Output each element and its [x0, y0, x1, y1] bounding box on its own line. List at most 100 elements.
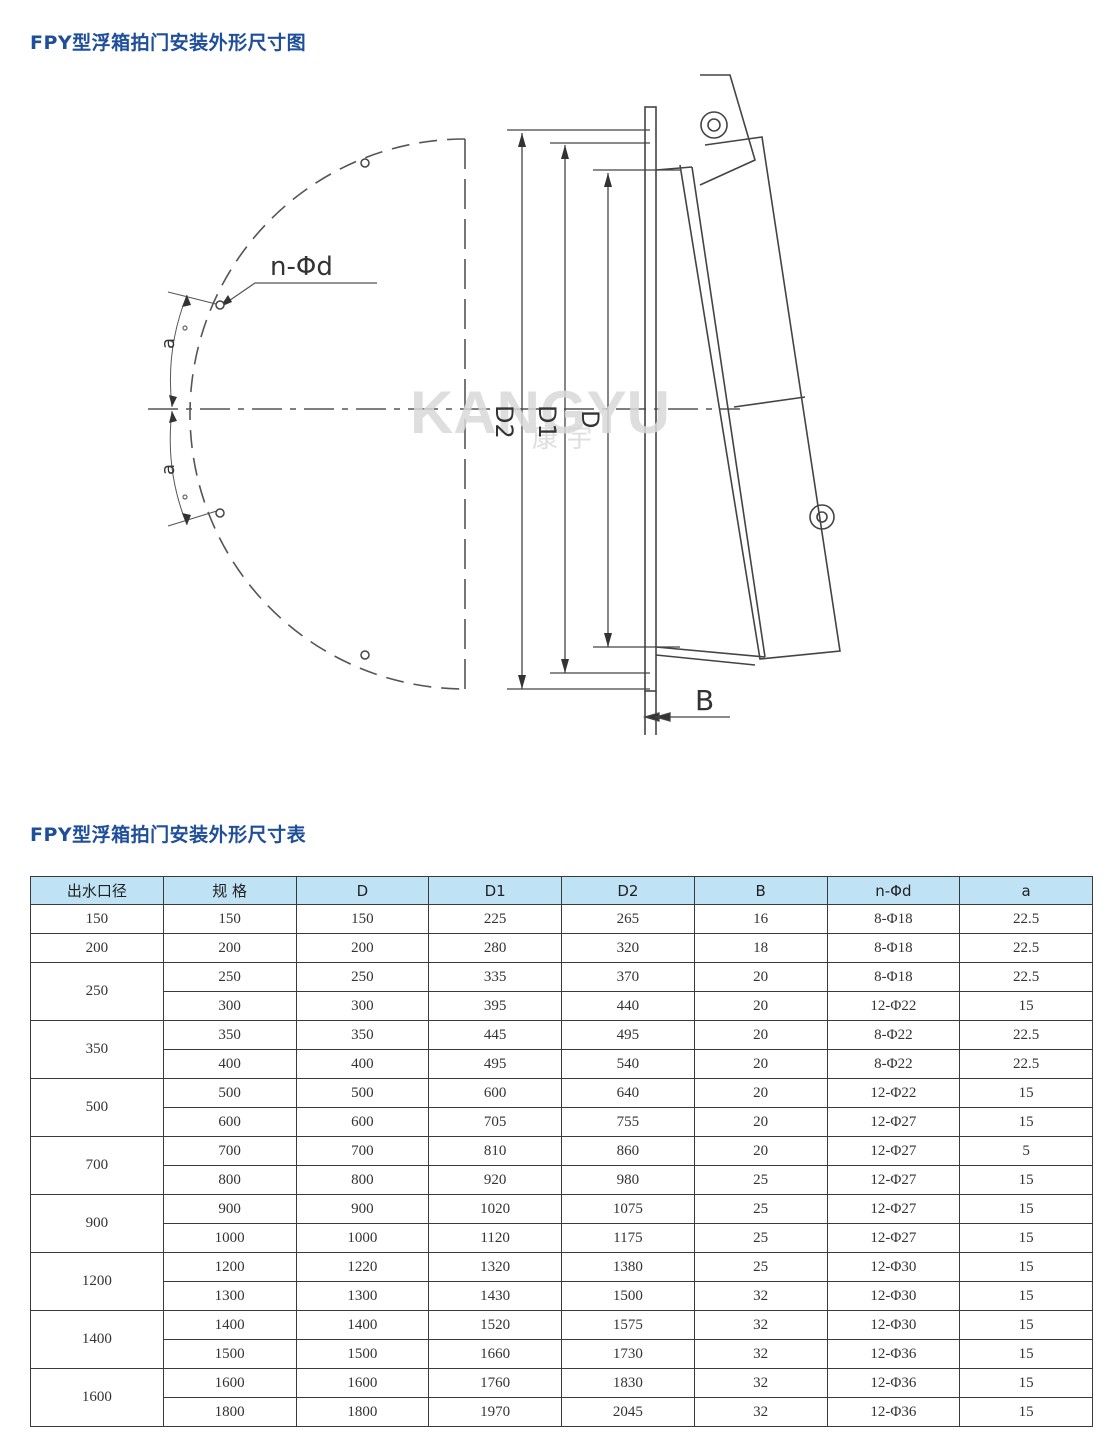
- cell-spec: 1400: [162, 1310, 297, 1340]
- cell-d2: 440: [561, 991, 695, 1021]
- cell-d2: 1830: [561, 1368, 695, 1398]
- cell-d1: 1760: [428, 1368, 562, 1398]
- cell-outlet: 150: [30, 904, 164, 934]
- cell-d1: 1430: [428, 1281, 562, 1311]
- cell-n-phi-d: 12-Φ22: [826, 991, 961, 1021]
- dimension-d1-label: D1: [533, 405, 561, 439]
- watermark-logo: KANGYU: [410, 379, 670, 446]
- header-d1: D1: [428, 876, 562, 905]
- wall-flange: [644, 106, 657, 692]
- cell-a: 15: [959, 1223, 1093, 1253]
- cell-b: 32: [693, 1281, 828, 1311]
- cell-d2: 370: [561, 962, 695, 992]
- cell-d1: 335: [428, 962, 562, 992]
- cell-d2: 860: [561, 1136, 695, 1166]
- cell-a: 22.5: [959, 904, 1093, 934]
- cell-a: 15: [959, 1165, 1093, 1195]
- header-d: D: [295, 876, 430, 905]
- cell-d: 900: [295, 1194, 430, 1224]
- cell-outlet: 1600: [30, 1368, 164, 1427]
- cell-a: 15: [959, 1078, 1093, 1108]
- cell-d2: 1575: [561, 1310, 695, 1340]
- cell-a: 15: [959, 1397, 1093, 1427]
- cell-b: 20: [693, 962, 828, 992]
- cell-b: 20: [693, 991, 828, 1021]
- cell-a: 15: [959, 1252, 1093, 1282]
- cell-d1: 810: [428, 1136, 562, 1166]
- flange-bolt-circle: [189, 138, 466, 690]
- angle-label-bottom: a: [158, 464, 179, 475]
- cell-spec: 1800: [162, 1397, 297, 1427]
- header-b: B: [693, 876, 828, 905]
- cell-d: 800: [295, 1165, 430, 1195]
- cell-d1: 1970: [428, 1397, 562, 1427]
- table-title: FPY型浮箱拍门安装外形尺寸表: [30, 824, 307, 846]
- cell-a: 15: [959, 1107, 1093, 1137]
- cell-d: 350: [295, 1020, 430, 1050]
- cell-b: 25: [693, 1194, 828, 1224]
- cell-spec: 1200: [162, 1252, 297, 1282]
- cell-d: 1400: [295, 1310, 430, 1340]
- cell-d: 500: [295, 1078, 430, 1108]
- cell-a: 5: [959, 1136, 1093, 1166]
- cell-outlet: 250: [30, 962, 164, 1021]
- cell-outlet: 350: [30, 1020, 164, 1079]
- cell-spec: 800: [162, 1165, 297, 1195]
- cell-b: 32: [693, 1310, 828, 1340]
- cell-a: 22.5: [959, 933, 1093, 963]
- cell-d: 150: [295, 904, 430, 934]
- cell-n-phi-d: 8-Φ22: [826, 1020, 961, 1050]
- cell-a: 15: [959, 991, 1093, 1021]
- cell-d2: 1730: [561, 1339, 695, 1369]
- n-phi-d-label: n-Φd: [270, 252, 333, 282]
- cell-spec: 600: [162, 1107, 297, 1137]
- cell-n-phi-d: 8-Φ22: [826, 1049, 961, 1079]
- angle-label-top: a: [158, 338, 179, 349]
- cell-b: 16: [693, 904, 828, 934]
- cell-spec: 1600: [162, 1368, 297, 1398]
- header-outlet: 出水口径: [30, 876, 164, 905]
- cell-spec: 1000: [162, 1223, 297, 1253]
- cell-n-phi-d: 8-Φ18: [826, 962, 961, 992]
- cell-d: 300: [295, 991, 430, 1021]
- cell-spec: 300: [162, 991, 297, 1021]
- cell-d: 200: [295, 933, 430, 963]
- header-n-phi-d: n-Φd: [826, 876, 961, 905]
- cell-a: 22.5: [959, 1020, 1093, 1050]
- cell-d: 250: [295, 962, 430, 992]
- cell-d2: 755: [561, 1107, 695, 1137]
- hinge-pivot: [700, 111, 728, 139]
- cell-d: 1600: [295, 1368, 430, 1398]
- cell-outlet: 1200: [30, 1252, 164, 1311]
- cell-d: 700: [295, 1136, 430, 1166]
- cell-d1: 225: [428, 904, 562, 934]
- cell-n-phi-d: 12-Φ36: [826, 1339, 961, 1369]
- cell-d1: 1520: [428, 1310, 562, 1340]
- cell-n-phi-d: 12-Φ27: [826, 1165, 961, 1195]
- cell-n-phi-d: 8-Φ18: [826, 904, 961, 934]
- cell-n-phi-d: 8-Φ18: [826, 933, 961, 963]
- cell-d: 1220: [295, 1252, 430, 1282]
- cell-d1: 1660: [428, 1339, 562, 1369]
- cell-d1: 395: [428, 991, 562, 1021]
- cell-n-phi-d: 12-Φ30: [826, 1281, 961, 1311]
- cell-b: 25: [693, 1252, 828, 1282]
- cell-b: 32: [693, 1368, 828, 1398]
- cell-outlet: 700: [30, 1136, 164, 1195]
- cell-d: 400: [295, 1049, 430, 1079]
- cell-d1: 280: [428, 933, 562, 963]
- cell-n-phi-d: 12-Φ36: [826, 1368, 961, 1398]
- bolt-hole: [360, 650, 370, 660]
- watermark-cn: 康 宇: [532, 424, 592, 454]
- cell-d1: 1020: [428, 1194, 562, 1224]
- cell-d1: 920: [428, 1165, 562, 1195]
